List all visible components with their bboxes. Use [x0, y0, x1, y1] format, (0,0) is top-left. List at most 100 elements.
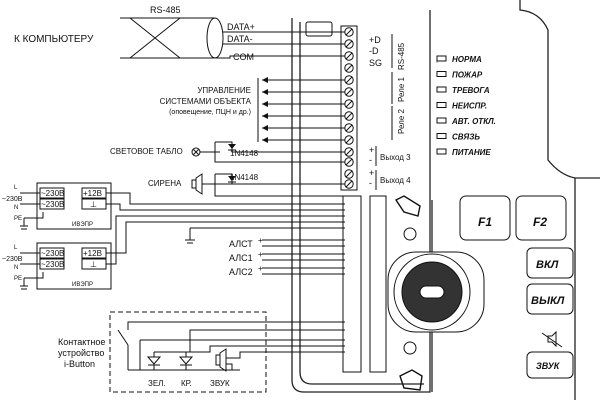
indicator-panel: НОРМА ПОЖАР ТРЕВОГА НЕИСПР. АВТ. ОТКЛ. СВЯЗЬ П…	[436, 55, 496, 157]
f2-key[interactable]	[515, 195, 567, 241]
relay1-label: Реле 1	[397, 76, 406, 102]
sound-key-label: ЗВУК	[536, 361, 561, 371]
lower-terminal-strip	[342, 195, 362, 373]
line-data-plus: DATA+	[227, 22, 255, 32]
rs485-cable: RS-485 К КОМПЬЮТЕРУ DATA+ DATA- COM	[14, 5, 345, 62]
computer-label: К КОМПЬЮТЕРУ	[14, 34, 94, 45]
indicator-label: АВТ. ОТКЛ.	[451, 117, 496, 126]
relay-caption-2: СИСТЕМАМИ ОБЪЕКТА	[160, 97, 252, 106]
indicator-led	[436, 148, 447, 155]
on-key[interactable]	[526, 247, 574, 279]
relay-caption-3: (оповещение, ПЦН и др.)	[169, 109, 251, 116]
diode-2: 1N4148	[230, 173, 259, 182]
psu2-l: L	[14, 245, 18, 251]
f1-key[interactable]	[459, 195, 511, 241]
ibutton-reader	[387, 195, 485, 391]
output3-label: Выход 3	[380, 153, 411, 162]
ibutton-label-3: i-Button	[64, 359, 95, 369]
indicator-led	[436, 55, 447, 62]
power-supply-2: ~230В ~230В +12В ⊥ ИВЭПР L ~230В N PE	[2, 215, 345, 290]
off-key[interactable]	[526, 283, 574, 315]
clip-2	[399, 369, 423, 391]
indicator-label: НОРМА	[452, 55, 482, 64]
indicator-led	[436, 86, 447, 93]
ibutton-label-1: Контактное	[58, 337, 105, 347]
svg-text:+: +	[258, 236, 263, 245]
indicator-label: НЕИСПР.	[452, 102, 487, 111]
lamp-label: СВЕТОВОЕ ТАБЛО	[110, 147, 183, 156]
ibutton-label-2: устройство	[58, 348, 104, 358]
out4-minus: -	[369, 178, 372, 188]
relay-control-arrows: УПРАВЛЕНИЕ СИСТЕМАМИ ОБЪЕКТА (оповещение…	[160, 77, 345, 143]
psu1-in1: ~230В	[41, 189, 64, 198]
psu1-pe: PE	[14, 216, 22, 222]
power-supply-1: ~230В ~230В +12В ⊥ ИВЭПР L ~230В N PE	[2, 182, 345, 230]
keypad: F1 F2 ВКЛ ВЫКЛ ЗВУК	[459, 195, 574, 379]
indicator-led	[436, 102, 447, 108]
relay2-label: Реле 2	[397, 108, 406, 134]
indicator-led	[436, 71, 447, 77]
psu1-name: ИВЭПР	[72, 222, 93, 228]
svg-text:+: +	[258, 250, 263, 259]
indicator-label: СВЯЗЬ	[452, 133, 480, 142]
psu2-name: ИВЭПР	[72, 282, 93, 288]
psu2-n: N	[14, 265, 18, 271]
on-key-label: ВКЛ	[536, 259, 559, 271]
loop-als2: АЛС2	[229, 267, 253, 277]
bus-name: RS-485	[150, 5, 181, 15]
loop-als1: АЛС1	[229, 253, 253, 263]
psu1-in2: ~230В	[41, 200, 64, 209]
out3-minus: -	[369, 155, 372, 165]
out4-plus: +	[369, 168, 374, 178]
psu1-l: L	[14, 185, 18, 191]
clip-1	[394, 195, 421, 217]
indicator-label: ПОЖАР	[452, 71, 483, 80]
screw-2	[403, 341, 417, 355]
mute-icon	[541, 330, 563, 348]
line-com: COM	[233, 52, 254, 62]
indicator-led	[436, 117, 447, 124]
psu2-out: +12В	[83, 249, 102, 258]
loop-alst: АЛСТ	[229, 239, 253, 249]
off-key-label: ВЫКЛ	[531, 295, 565, 307]
ground-symbol	[185, 227, 345, 244]
psu1-n: N	[14, 205, 18, 211]
psu2-in2: ~230В	[41, 260, 64, 269]
screw-1	[403, 227, 417, 241]
psu1-out: +12В	[83, 189, 102, 198]
out3-plus: +	[369, 145, 374, 155]
connector-housing	[305, 21, 333, 37]
psu2-mains: ~230В	[2, 256, 23, 263]
indicator-label: ПИТАНИЕ	[452, 148, 491, 157]
ibutton-block: Контактное устройство i-Button ЗЕЛ. КР. …	[58, 311, 345, 393]
line-data-minus: DATA-	[227, 34, 253, 44]
relay-caption-1: УПРАВЛЕНИЕ	[197, 86, 251, 95]
terminal-plus-d: +D	[369, 35, 381, 45]
psu2-in1: ~230В	[41, 249, 64, 258]
ibutton-red: КР.	[181, 379, 192, 388]
indicator-label: ТРЕВОГА	[452, 86, 490, 95]
ibutton-sound: ЗВУК	[210, 379, 230, 388]
f2-key-label: F2	[533, 215, 547, 229]
ibutton-green: ЗЕЛ.	[148, 379, 166, 388]
psu2-gnd: ⊥	[90, 260, 97, 269]
terminal-sg: SG	[369, 58, 382, 68]
lower-terminal-strip-2	[369, 195, 387, 373]
indicator-led	[436, 133, 447, 139]
psu2-pe: PE	[14, 276, 22, 282]
svg-text:+: +	[258, 264, 263, 273]
alarm-loops: АЛСТ АЛС1 АЛС2 + + +	[229, 236, 345, 277]
rs485-group-label: RS-485	[397, 42, 406, 70]
siren-label: СИРЕНА	[148, 179, 182, 188]
output4-label: Выход 4	[380, 176, 411, 185]
f1-key-label: F1	[478, 215, 492, 229]
lamp-circuit: СВЕТОВОЕ ТАБЛО 1N4148	[110, 141, 345, 163]
psu1-mains: ~230В	[2, 196, 23, 203]
psu1-gnd: ⊥	[90, 200, 97, 209]
terminal-minus-d: -D	[369, 46, 379, 56]
sound-key[interactable]	[526, 351, 574, 379]
diode-1: 1N4148	[230, 149, 259, 158]
siren-circuit: СИРЕНА 1N4148	[148, 173, 345, 197]
